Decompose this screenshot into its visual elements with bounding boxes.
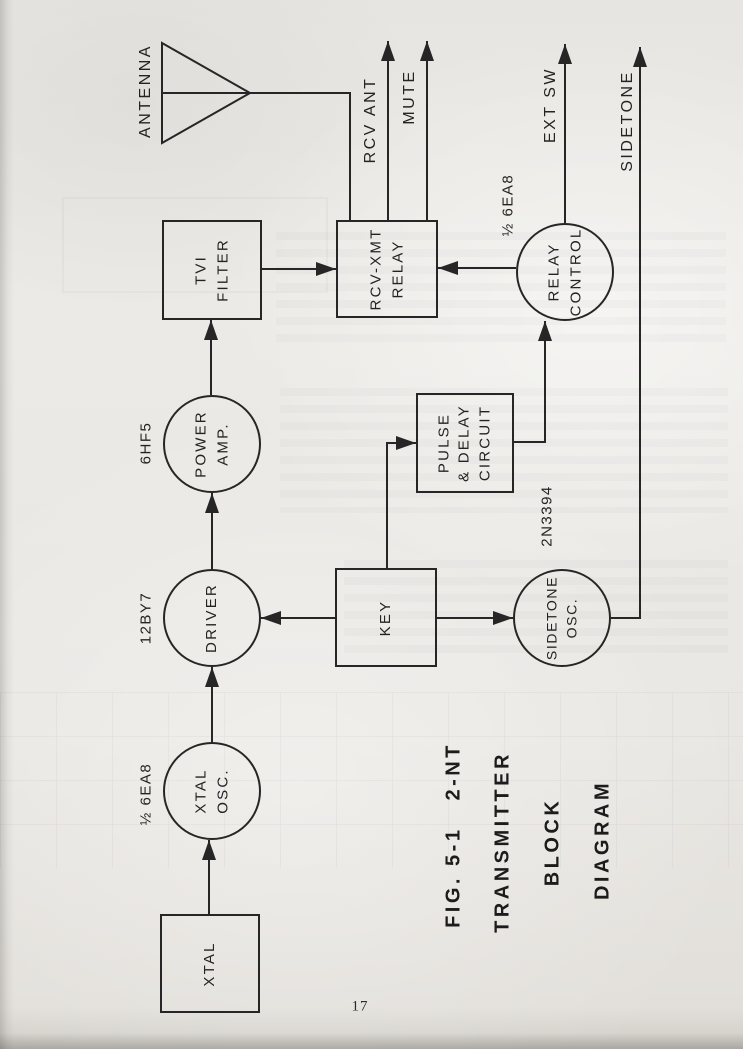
pulse-delay-label-line1: PULSE — [435, 412, 453, 474]
wire-pulse-delay-to-relay-control — [514, 321, 552, 443]
node-key: KEY — [335, 568, 437, 667]
model-label: 2-NT — [442, 742, 465, 801]
node-xtal-osc: XTAL OSC. — [163, 742, 261, 840]
relay-control-label-line1: RELAY — [545, 242, 563, 302]
sidetone-osc-label-line2: OSC. — [564, 597, 580, 639]
page-number: 17 — [351, 998, 369, 1015]
key-label: KEY — [377, 599, 395, 636]
figure-caption-diagram: DIAGRAM — [591, 779, 614, 901]
figure-label: FIG. 5-1 — [442, 826, 465, 928]
node-rcv-xmt-relay: RCV-XMT RELAY — [336, 220, 438, 318]
rcv-xmt-relay-label-line2: RELAY — [389, 239, 406, 299]
figure-caption-transmitter: TRANSMITTER — [491, 751, 514, 933]
ext-sw-label: EXT SW — [542, 66, 559, 144]
driver-label: DRIVER — [203, 583, 221, 653]
page-edge-shadow-left — [0, 0, 14, 1049]
rcv-ant-label: RCV ANT — [362, 76, 379, 164]
xtal-osc-label-line2: OSC. — [214, 768, 231, 814]
mute-label: MUTE — [401, 69, 418, 125]
node-pulse-delay-circuit: PULSE & DELAY CIRCUIT — [416, 393, 514, 493]
figure-caption-number: FIG. 5-1 2-NT — [443, 742, 466, 928]
wire-sidetone-out — [610, 47, 647, 619]
sidetone-label: SIDETONE — [619, 70, 636, 172]
node-tvi-filter: TVI FILTER — [162, 220, 262, 320]
tube-label-driver: 12BY7 — [137, 591, 155, 645]
node-xtal: XTAL — [160, 914, 260, 1013]
transistor-label-sidetone-osc: 2N3394 — [538, 485, 556, 547]
node-driver: DRIVER — [163, 569, 261, 667]
figure-caption-block: BLOCK — [541, 797, 564, 887]
page-edge-shadow-bottom — [0, 1033, 743, 1049]
tube-label-relay-control: ½ 6EA8 — [499, 173, 517, 237]
node-sidetone-osc: SIDETONE OSC. — [513, 569, 611, 667]
xtal-osc-label-line1: XTAL — [192, 768, 210, 814]
wire-key-to-pulse-delay — [386, 436, 416, 568]
tvi-filter-label-line1: TVI — [192, 255, 210, 285]
sidetone-osc-label-line1: SIDETONE — [543, 575, 560, 661]
pulse-delay-label-line3: CIRCUIT — [476, 404, 494, 482]
power-amp-label-line1: POWER — [192, 410, 210, 478]
tvi-filter-label-line2: FILTER — [214, 238, 231, 302]
tube-label-power-amp: 6HF5 — [137, 421, 155, 465]
antenna-icon — [161, 41, 253, 145]
wire-antenna-to-relay — [250, 92, 351, 220]
xtal-label: XTAL — [201, 940, 219, 987]
power-amp-label-line2: AMP. — [214, 422, 231, 466]
pulse-delay-label-line2: & DELAY — [455, 404, 473, 482]
node-power-amp: POWER AMP. — [163, 395, 261, 493]
rcv-xmt-relay-label-line1: RCV-XMT — [367, 227, 385, 311]
relay-control-label-line2: CONTROL — [567, 227, 584, 317]
node-relay-control: RELAY CONTROL — [516, 223, 614, 321]
tube-label-xtal-osc: ½ 6EA8 — [137, 762, 155, 826]
antenna-label: ANTENNA — [137, 44, 154, 138]
